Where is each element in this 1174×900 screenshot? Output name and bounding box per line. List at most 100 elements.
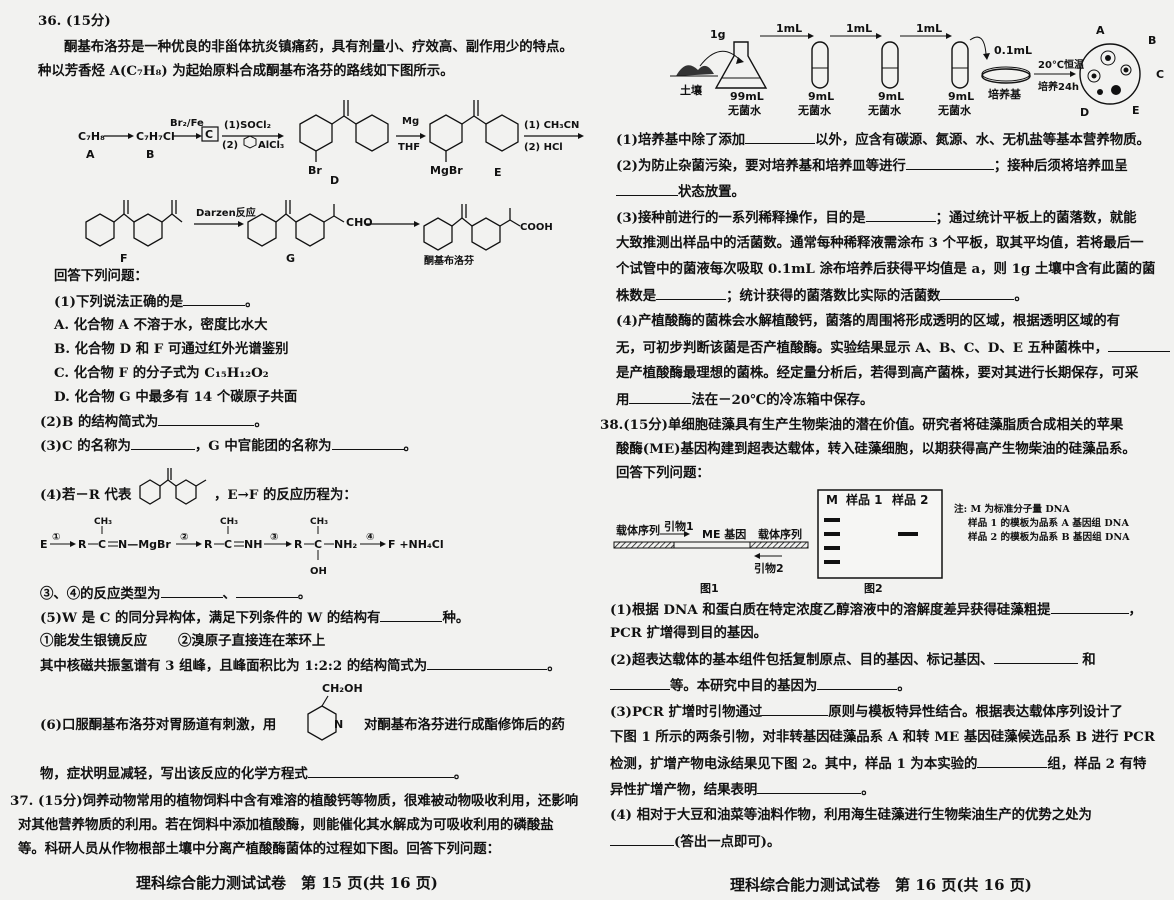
compound-a-label: A: [86, 148, 95, 161]
q37-3-line3: 个试管中的菌液每次吸取 0.1mL 涂布培养后获得平均值是 a，则 1g 土壤中…: [616, 261, 1156, 277]
reagent-socl2: (1)SOCl₂: [224, 120, 271, 131]
q37-line2: 对其他营养物质的利用。若在饲料中添加植酸酶，则能催化其水解成为可吸收利用的磷酸盐: [18, 817, 554, 833]
q38-3: (3)PCR 扩增时引物通过原则与模板特异性结合。根据表达载体序列设计了: [610, 704, 1123, 720]
right-page: 土壤 1g 99mL 无菌水 1mL 9mL 无菌水 1mL 9mL 无菌水 1…: [590, 0, 1174, 900]
figure1-primer-diagram: 载体序列 引物1 ME 基因 载体序列 引物2 图1: [613, 519, 809, 595]
q38-3-line3: 检测，扩增产物电泳结果见下图 2。其中，样品 1 为本实验的组，样品 2 有特: [610, 756, 1147, 772]
svg-text:NH: NH: [244, 538, 262, 551]
svg-text:②: ②: [180, 532, 188, 543]
e-mgbr: MgBr: [430, 164, 463, 177]
svg-text:无菌水: 无菌水: [797, 103, 832, 117]
svg-text:CH₃: CH₃: [310, 517, 328, 527]
svg-text:N: N: [334, 718, 343, 731]
svg-text:0.1mL: 0.1mL: [994, 44, 1032, 57]
compound-a-formula: C₇H₈: [78, 130, 105, 143]
svg-text:③: ③: [270, 532, 278, 543]
q37-line1: 37. (15分)饲养动物常用的植物饲料中含有难溶的植酸钙等物质，很难被动物吸收…: [10, 793, 579, 809]
soil-label: 土壤: [680, 83, 703, 97]
q38-1-cont: PCR 扩增得到目的基因。: [610, 625, 768, 641]
svg-text:无菌水: 无菌水: [937, 103, 972, 117]
q36-intro-line2: 种以芳香烃 A(C₇H₈) 为起始原料合成酮基布洛芬的路线如下图所示。: [38, 63, 454, 79]
answer-prompt: 回答下列问题：: [54, 268, 148, 284]
q38-3-line4: 异性扩增产物，结果表明。: [610, 782, 875, 798]
svg-text:B: B: [1148, 34, 1156, 47]
pyridine-methanol-structure: CH₂OH N: [307, 682, 363, 741]
q36-option-d: D. 化合物 G 中最多有 14 个碳原子共面: [54, 389, 298, 405]
q36-option-b: B. 化合物 D 和 F 可通过红外光谱鉴别: [54, 341, 289, 357]
svg-text:无菌水: 无菌水: [867, 103, 902, 117]
q36-intro-line1: 酮基布洛芬是一种优良的非甾体抗炎镇痛药，具有剂量小、疗效高、副作用少的特点。: [64, 39, 573, 55]
q37-4: (4)产植酸酶的菌株会水解植酸钙，菌落的周围将形成透明的区域，根据透明区域的有: [616, 313, 1121, 329]
compound-d-label: D: [330, 174, 339, 187]
svg-text:C: C: [98, 538, 106, 551]
r-group-structure: [139, 468, 207, 505]
q38-2: (2)超表达载体的基本组件包括复制原点、目的基因、标记基因、 和: [610, 652, 1096, 668]
gel-lane-m: M: [826, 493, 838, 507]
svg-text:ME 基因: ME 基因: [702, 527, 746, 541]
svg-text:无菌水: 无菌水: [727, 103, 762, 117]
q37-4-line2: 无，可初步判断该菌是否产植酸酶。实验结果显示 A、B、C、D、E 五种菌株中，: [616, 338, 1171, 357]
figure2-caption: 图2: [864, 582, 883, 595]
q36-6-suffix: 对酮基布洛芬进行成酯修饰后的药: [364, 717, 565, 733]
q37-2: (2)为防止杂菌污染，要对培养基和培养皿等进行；接种后须将培养皿呈: [616, 158, 1128, 174]
reagent-alcl3: AlCl₃: [258, 140, 284, 151]
footer-page-15: 理科综合能力测试试卷 第 15 页(共 16 页): [136, 874, 438, 892]
q36-number: 36. (15分): [38, 13, 111, 29]
q36-2: (2)B 的结构简式为。: [40, 414, 268, 430]
q38-3-line2: 下图 1 所示的两条引物，对非转基因硅藻品系 A 和转 ME 基因硅藻候选品系 …: [610, 729, 1155, 745]
svg-text:①: ①: [52, 532, 60, 543]
q36-3: (3)C 的名称为，G 中官能团的名称为。: [40, 438, 417, 454]
gel-lane-sample2: 样品 2: [892, 492, 929, 507]
svg-text:1mL: 1mL: [916, 22, 942, 35]
q37-4-line3: 是产植酸酶最理想的菌株。经定量分析后，若得到高产菌株，要对其进行长期保存，可采: [616, 365, 1139, 381]
q38-line3: 回答下列问题：: [616, 465, 710, 481]
svg-text:F +NH₄Cl: F +NH₄Cl: [388, 538, 444, 551]
q38-1: (1)根据 DNA 和蛋白质在特定浓度乙醇溶液中的溶解度差异获得硅藻粗提，: [610, 602, 1142, 618]
q38-2-cont: 等。本研究中目的基因为。: [610, 676, 911, 695]
q37-3-line4: 株数是；统计获得的菌落数比实际的活菌数。: [616, 288, 1028, 304]
svg-text:R: R: [204, 538, 213, 551]
gel-note3: 样品 2 的模板为品系 B 基因组 DNA: [968, 532, 1130, 543]
reagent-br2-fe: Br₂/Fe: [170, 118, 204, 129]
d-br: Br: [308, 164, 322, 177]
synthesis-scheme-row2: F Darzen反应 CHO G: [85, 200, 553, 267]
svg-text:载体序列: 载体序列: [758, 527, 802, 541]
q37-3-line2: 大致推测出样品中的活菌数。通常每种稀释液需涂布 3 个平板，取其平均值，若将最后…: [616, 235, 1144, 251]
gel-note1: 注: M 为标准分子量 DNA: [954, 504, 1070, 515]
svg-text:D: D: [1080, 106, 1089, 119]
svg-text:C: C: [314, 538, 322, 551]
reagent-hcl: (2) HCl: [524, 142, 563, 153]
q36-5-cond1: ①能发生银镜反应: [40, 633, 148, 649]
svg-text:引物2: 引物2: [754, 561, 784, 575]
compound-b-label: B: [146, 148, 154, 161]
q36-1: (1)下列说法正确的是。: [54, 294, 259, 310]
q36-5-cond2: ②溴原子直接连在苯环上: [178, 633, 326, 649]
figure2-gel: M 样品 1 样品 2 图2: [817, 489, 943, 595]
q38-line2: 酸酶(ME)基因构建到超表达载体，转入硅藻细胞，以期获得高产生物柴油的硅藻品系。: [616, 441, 1136, 457]
reagent-ch3cn: (1) CH₃CN: [524, 120, 579, 131]
svg-text:CH₃: CH₃: [94, 517, 112, 527]
q37-2-cont: 状态放置。: [616, 182, 745, 201]
reaction-mechanism: E ① R C CH₃ N—MgBr ② R C CH₃ NH ③ R C C: [40, 517, 444, 577]
svg-text:④: ④: [366, 532, 374, 543]
q36-6-equation: 物，症状明显减轻，写出该反应的化学方程式。: [40, 766, 468, 782]
svg-text:载体序列: 载体序列: [616, 523, 660, 537]
svg-text:C: C: [1156, 68, 1164, 81]
reagent-2: (2): [222, 140, 238, 151]
q36-5: (5)W 是 C 的同分异构体，满足下列条件的 W 的结构有种。: [40, 610, 470, 626]
q38-line1: 38.(15分)单细胞硅藻具有生产生物柴油的潜在价值。研究者将硅藻脂质合成相关的…: [600, 417, 1124, 433]
figure1-caption: 图1: [700, 582, 719, 595]
svg-text:E: E: [40, 538, 48, 551]
svg-text:99mL: 99mL: [730, 90, 764, 103]
left-page: 36. (15分) 酮基布洛芬是一种优良的非甾体抗炎镇痛药，具有剂量小、疗效高、…: [10, 13, 584, 892]
svg-text:9mL: 9mL: [808, 90, 834, 103]
compound-g-label: G: [286, 252, 295, 265]
synthesis-scheme-row1: C₇H₈ A C₇H₇Cl B Br₂/Fe C (1)SOCl₂ (2) Al…: [78, 100, 584, 187]
q36-option-c: C. 化合物 F 的分子式为 C₁₅H₁₂O₂: [54, 365, 269, 381]
q38-4-cont: (答出一点即可)。: [610, 832, 780, 851]
reagent-darzen: Darzen反应: [196, 206, 256, 219]
svg-text:E: E: [1132, 104, 1140, 117]
reagent-thf: THF: [398, 142, 420, 153]
dilution-diagram: 土壤 1g 99mL 无菌水 1mL 9mL 无菌水 1mL 9mL 无菌水 1…: [670, 22, 1164, 119]
svg-text:OH: OH: [310, 566, 327, 577]
